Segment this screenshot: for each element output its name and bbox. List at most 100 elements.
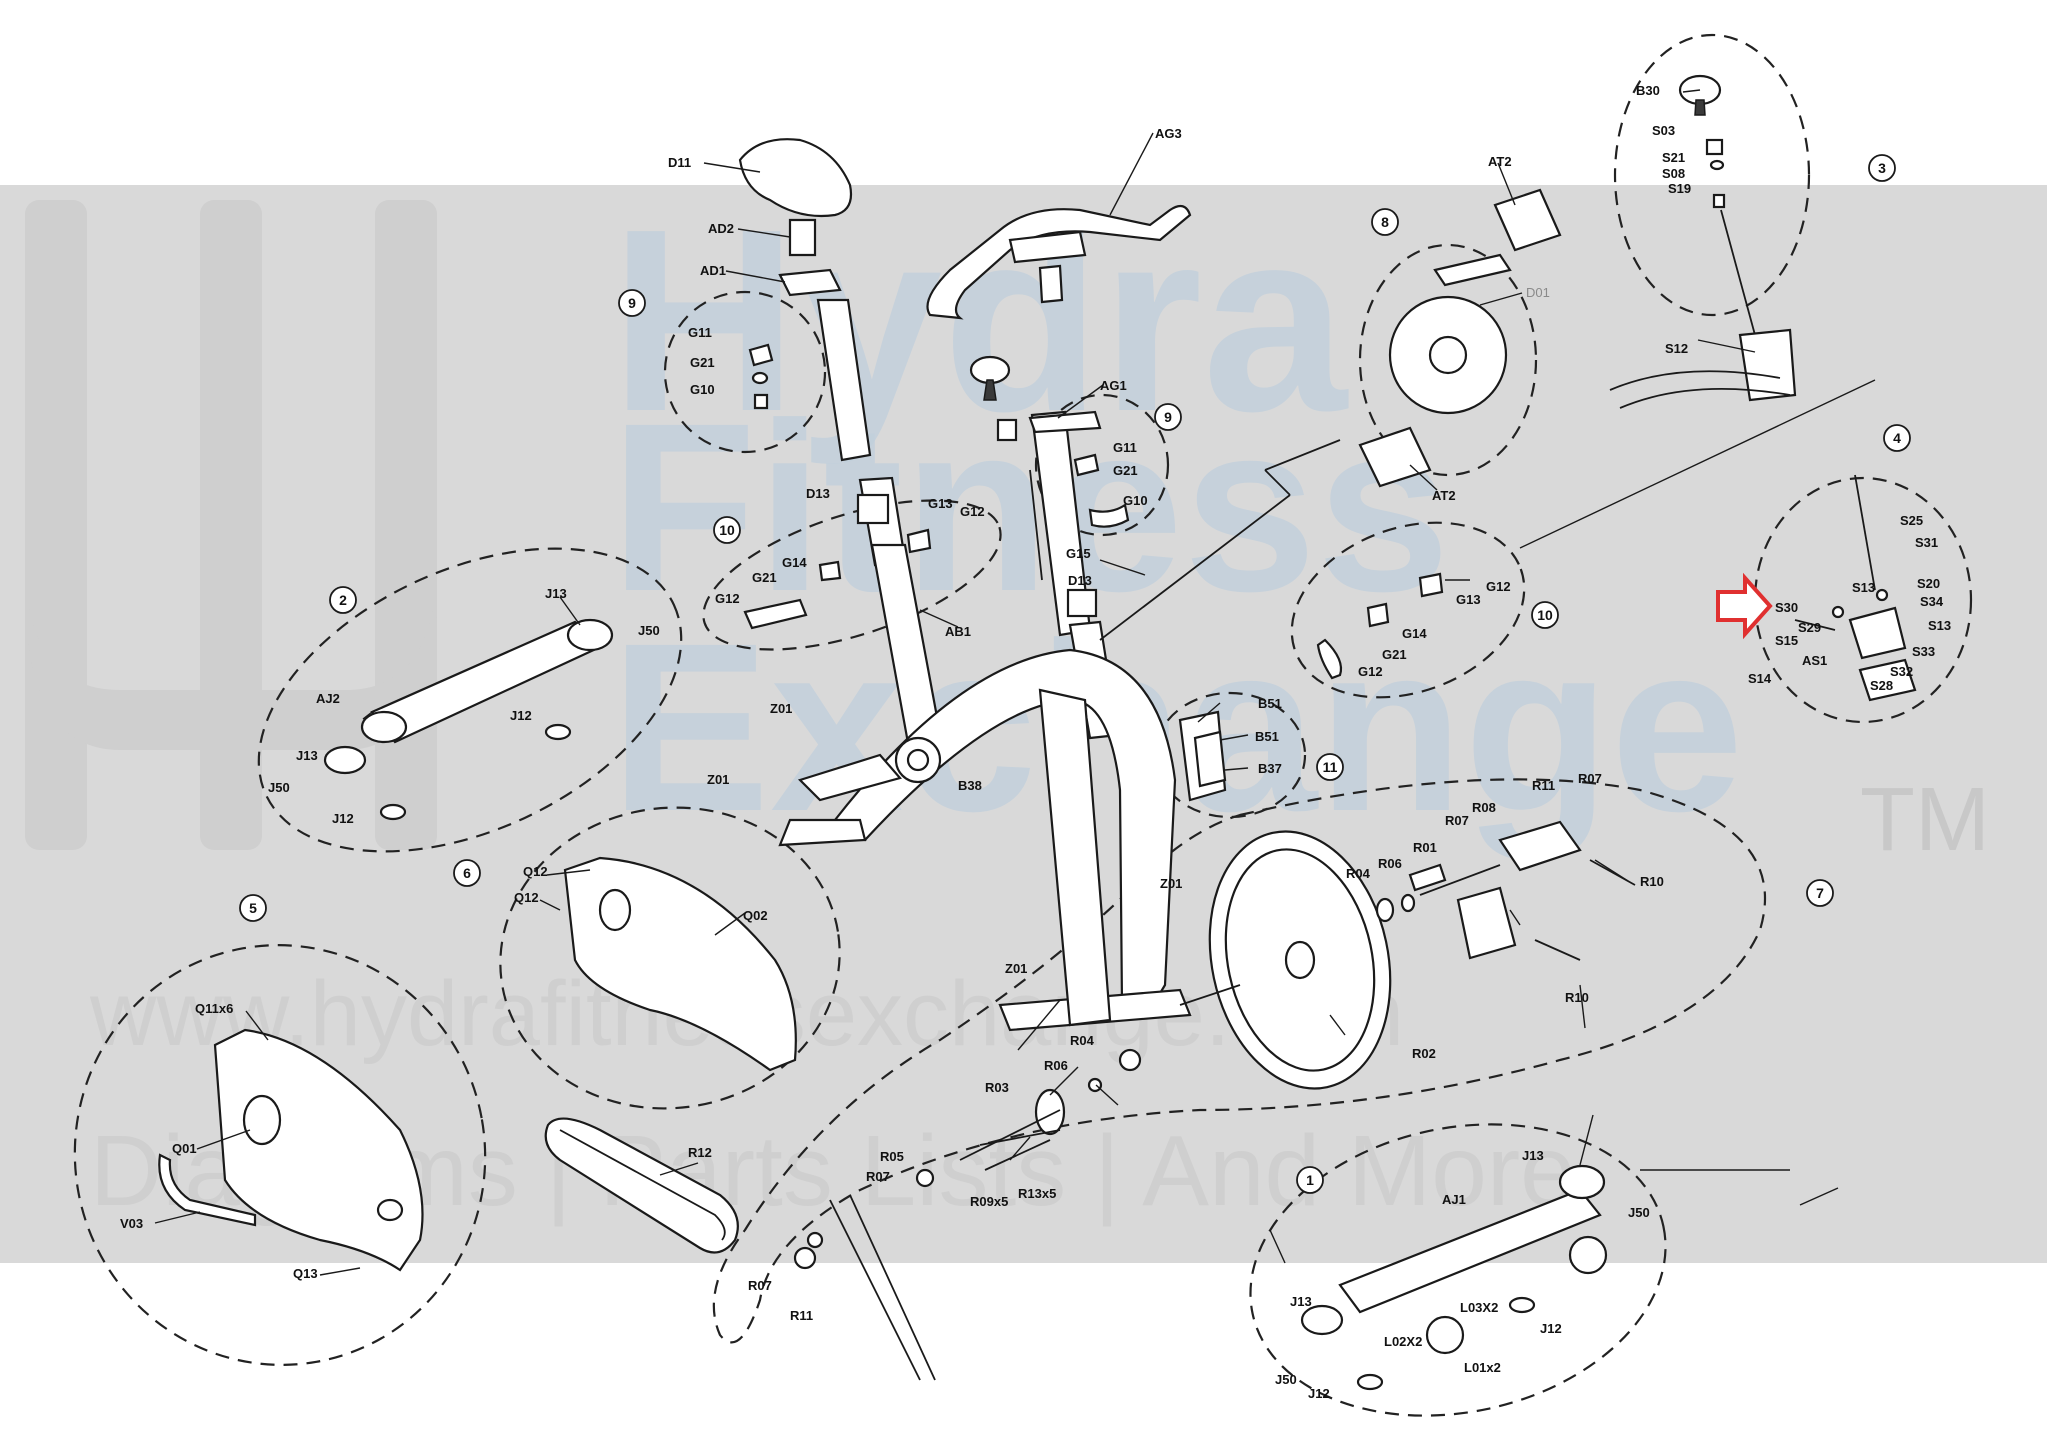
part-label: R07 — [866, 1169, 890, 1184]
part-label: S15 — [1775, 633, 1798, 648]
svg-text:3: 3 — [1878, 160, 1886, 176]
pedal-bottom — [1358, 426, 1432, 488]
part-label: B37 — [1258, 761, 1282, 776]
part-label: S20 — [1917, 576, 1940, 591]
group-outline-8 — [1358, 243, 1538, 477]
part-label: R01 — [1413, 840, 1437, 855]
part-label: AB1 — [945, 624, 971, 639]
watermark-logo — [25, 200, 437, 850]
part-label: G12 — [960, 504, 985, 519]
part-label: S03 — [1652, 123, 1675, 138]
part-label: Q11x6 — [195, 1001, 233, 1016]
part-label: G14 — [1402, 626, 1427, 641]
part-label: J13 — [1522, 1148, 1544, 1163]
part-label: B51 — [1258, 696, 1282, 711]
part-label: J13 — [545, 586, 567, 601]
group-number-3: 3 — [1868, 154, 1896, 182]
part-label: AT2 — [1432, 488, 1456, 503]
part-label: Q01 — [172, 1141, 197, 1156]
group-outline-7 — [712, 778, 1767, 1344]
drive-belt — [544, 1117, 739, 1254]
part-label: G21 — [690, 355, 715, 370]
part-label: S19 — [1668, 181, 1691, 196]
group-number-8: 8 — [1371, 208, 1399, 236]
part-label: AG3 — [1155, 126, 1182, 141]
part-label: R06 — [1044, 1058, 1068, 1073]
part-label: D13 — [1068, 573, 1092, 588]
part-label: G12 — [715, 591, 740, 606]
handlebar — [926, 204, 1192, 320]
part-label: L01x2 — [1464, 1360, 1501, 1375]
part-label: AS1 — [1802, 653, 1827, 668]
watermark-exchange: Exchange — [610, 593, 1744, 861]
group-outline-1 — [1249, 1123, 1667, 1417]
part-label: B30 — [1636, 83, 1660, 98]
part-label: R04 — [1346, 866, 1371, 881]
part-label: S28 — [1870, 678, 1893, 693]
watermark-hydra: Hydra — [610, 176, 1349, 467]
part-label: G14 — [782, 555, 807, 570]
leader-lines — [154, 89, 1876, 1276]
group-outline-4 — [1753, 476, 1973, 724]
group-number-markers: 1 2 3 4 5 6 7 8 9 9 10 10 11 — [239, 154, 1911, 1194]
group-number-2: 2 — [329, 586, 357, 614]
part-label: J50 — [1628, 1205, 1650, 1220]
group-outline-3 — [1613, 33, 1811, 317]
part-label: S14 — [1748, 671, 1772, 686]
part-label: V03 — [120, 1216, 143, 1231]
part-labels: D11 AD2 AD1 AG3 AG1 AT2 AT2 D01 G11 G21 … — [120, 83, 1951, 1401]
svg-text:1: 1 — [1306, 1172, 1314, 1188]
part-label: S34 — [1920, 594, 1944, 609]
part-label: R11 — [790, 1308, 813, 1323]
part-label: R07 — [748, 1278, 772, 1293]
part-label: R02 — [1412, 1046, 1436, 1061]
svg-text:10: 10 — [1537, 607, 1553, 623]
svg-text:8: 8 — [1381, 214, 1389, 230]
part-label: AG1 — [1100, 378, 1127, 393]
part-label: J12 — [332, 811, 354, 826]
part-label: R08 — [1472, 800, 1496, 815]
group-number-1: 1 — [1296, 1166, 1324, 1194]
part-label: G21 — [1113, 463, 1138, 478]
svg-text:2: 2 — [339, 592, 347, 608]
part-label: R03 — [985, 1080, 1009, 1095]
group-outline-9a — [663, 290, 827, 454]
part-label: S32 — [1890, 664, 1913, 679]
part-label: G10 — [1123, 493, 1148, 508]
part-label: J50 — [638, 623, 660, 638]
part-label: R06 — [1378, 856, 1402, 871]
part-label: R09x5 — [970, 1194, 1008, 1209]
part-label: D13 — [806, 486, 830, 501]
group-outline-10b — [1290, 521, 1526, 699]
part-label: R12 — [688, 1145, 712, 1160]
part-label: D01 — [1526, 285, 1550, 300]
svg-text:5: 5 — [249, 900, 257, 916]
part-label: S12 — [1665, 341, 1688, 356]
group-outline-9b — [1034, 393, 1170, 537]
part-label: G11 — [1113, 440, 1137, 455]
part-label: J12 — [1308, 1386, 1330, 1401]
svg-text:11: 11 — [1323, 759, 1338, 775]
group-outline-6 — [499, 806, 841, 1110]
part-label: R11 — [1532, 778, 1555, 793]
part-label: L03X2 — [1460, 1300, 1498, 1315]
part-label: B51 — [1255, 729, 1279, 744]
part-label: J50 — [1275, 1372, 1297, 1387]
part-label: S30 — [1775, 600, 1798, 615]
part-label: Q13 — [293, 1266, 318, 1281]
group-number-4: 4 — [1883, 424, 1911, 452]
pedal-top — [1493, 188, 1562, 252]
part-label: J13 — [1290, 1294, 1312, 1309]
watermark-tm: TM — [1860, 770, 1990, 870]
part-label: G11 — [688, 325, 712, 340]
part-label: S33 — [1912, 644, 1935, 659]
svg-text:10: 10 — [719, 522, 735, 538]
part-label: S29 — [1798, 620, 1821, 635]
svg-text:4: 4 — [1893, 430, 1901, 446]
group-outlines — [73, 33, 1973, 1417]
part-label: S13 — [1928, 618, 1951, 633]
part-label: J12 — [510, 708, 532, 723]
svg-text:7: 7 — [1816, 885, 1824, 901]
group-number-11: 11 — [1316, 753, 1344, 781]
part-label: Z01 — [1005, 961, 1027, 976]
